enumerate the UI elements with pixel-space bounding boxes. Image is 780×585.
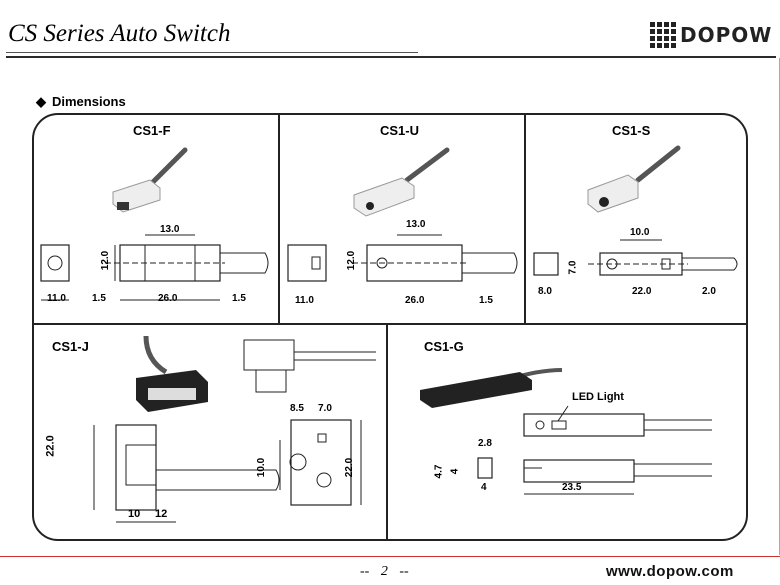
divider-v2 xyxy=(524,114,526,324)
cs1s-label: CS1-S xyxy=(612,123,651,138)
cs1s-dim-side: 8.0 xyxy=(538,286,552,297)
cs1s-drawing xyxy=(533,145,738,276)
cs1u-dim-right-gap: 1.5 xyxy=(479,295,493,306)
header-divider-thin xyxy=(6,52,418,53)
cs1u-dim-height: 12.0 xyxy=(346,250,358,271)
logo-mark-icon xyxy=(650,22,676,48)
cs1j-dim-top2: 7.0 xyxy=(318,403,332,414)
cs1g-dim-h4: 4 xyxy=(449,468,461,475)
cs1u-drawing xyxy=(287,147,518,282)
cs1g-dim-w4: 4 xyxy=(481,482,487,493)
cs1j-dim-top1: 8.5 xyxy=(290,403,304,414)
cs1f-dim-left-gap: 1.5 xyxy=(92,293,106,304)
divider-v1 xyxy=(278,114,280,324)
section-heading-text: Dimensions xyxy=(52,94,126,109)
website-link[interactable]: www.dopow.com xyxy=(606,563,734,580)
page-title: CS Series Auto Switch xyxy=(8,20,231,47)
cs1g-dim-w28: 2.8 xyxy=(478,438,492,449)
cs1j-label: CS1-J xyxy=(52,339,89,354)
divider-h xyxy=(33,323,747,325)
cs1f-dim-length: 26.0 xyxy=(158,293,178,304)
dimensions-panel xyxy=(32,113,748,541)
cs1g-led-label: LED Light xyxy=(572,391,624,403)
cs1g-label: CS1-G xyxy=(424,339,464,354)
cs1f-dim-width: 13.0 xyxy=(160,224,180,235)
cs1f-dim-side: 11.0 xyxy=(47,293,66,304)
cs1u-label: CS1-U xyxy=(380,123,420,138)
cs1g-dim-length: 23.5 xyxy=(562,482,582,493)
page-prefix: -- xyxy=(360,564,370,579)
cs1s-dim-length: 22.0 xyxy=(632,286,652,297)
cs1f-dim-right-gap: 1.5 xyxy=(232,293,246,304)
page-number-value: 2 xyxy=(380,564,388,579)
cs1u-dim-width: 13.0 xyxy=(406,219,426,230)
cs1s-dim-right-gap: 2.0 xyxy=(702,286,716,297)
header-divider xyxy=(6,56,776,58)
brand-logo: DOPOW xyxy=(650,22,772,48)
footer-divider xyxy=(0,556,780,557)
cs1j-dim-w10: 10 xyxy=(128,508,141,520)
cs1f-drawing xyxy=(40,147,269,301)
diamond-bullet-icon: ◆ xyxy=(36,94,46,109)
divider-v3 xyxy=(386,324,388,540)
page-suffix: -- xyxy=(399,564,409,579)
page-number: -- 2 -- xyxy=(360,564,409,580)
section-heading: ◆ Dimensions xyxy=(36,94,126,110)
cs1s-dim-width: 10.0 xyxy=(630,227,650,238)
cs1f-dim-height: 12.0 xyxy=(100,250,112,271)
logo-text: DOPOW xyxy=(680,23,773,47)
cs1g-drawing xyxy=(420,368,712,495)
cs1u-dim-side: 11.0 xyxy=(295,295,314,306)
cs1j-drawing xyxy=(93,335,376,523)
cs1s-dim-height: 7.0 xyxy=(567,260,579,275)
cs1u-dim-length: 26.0 xyxy=(405,295,425,306)
cs1j-dim-w12: 12 xyxy=(155,508,168,520)
cs1j-dim-height: 22.0 xyxy=(44,435,57,457)
cs1j-dim-h10: 10.0 xyxy=(256,457,268,478)
cs1f-label: CS1-F xyxy=(133,123,171,138)
cs1g-dim-h47: 4.7 xyxy=(433,464,445,479)
cs1j-dim-h22: 22.0 xyxy=(344,457,356,478)
